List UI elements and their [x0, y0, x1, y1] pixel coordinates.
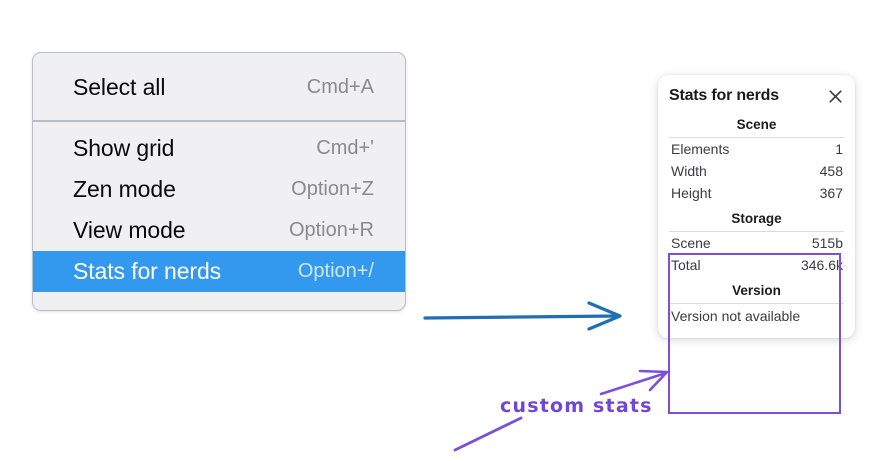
- stat-value: 367: [819, 185, 843, 201]
- stat-value: 515b: [811, 235, 843, 251]
- menu-item-show-grid[interactable]: Show grid Cmd+': [33, 128, 405, 169]
- section-title-version: Version: [732, 283, 781, 298]
- menu-item-view-mode[interactable]: View mode Option+R: [33, 210, 405, 251]
- stat-key: Height: [671, 185, 712, 201]
- stat-value: 346.6k: [800, 257, 843, 273]
- menu-item-select-all[interactable]: Select all Cmd+A: [33, 67, 405, 108]
- stats-panel-header: Stats for nerds: [669, 87, 844, 110]
- stat-value: 458: [819, 163, 843, 179]
- stat-row: Width 458: [669, 160, 844, 182]
- stat-value: 1: [835, 141, 843, 157]
- menu-item-label: Select all: [73, 74, 166, 100]
- stat-row: Elements 1: [669, 138, 844, 160]
- purple-arrow-to-box: [599, 369, 669, 396]
- context-menu[interactable]: Select all Cmd+A Show grid Cmd+' Zen mod…: [32, 52, 406, 311]
- menu-group-primary: Select all Cmd+A: [33, 53, 405, 120]
- menu-item-shortcut: Cmd+A: [306, 76, 374, 98]
- menu-item-shortcut: Cmd+': [316, 137, 374, 159]
- stat-row: Scene 515b: [669, 232, 844, 254]
- menu-item-label: Show grid: [73, 135, 175, 161]
- purple-underline-stroke: [453, 416, 523, 452]
- menu-item-stats-for-nerds[interactable]: Stats for nerds Option+/: [33, 251, 405, 292]
- stat-key: Elements: [671, 141, 730, 157]
- section-divider: [669, 231, 844, 232]
- stats-for-nerds-panel: Stats for nerds Scene Elements 1 Width 4…: [658, 75, 855, 338]
- menu-separator: [33, 120, 405, 122]
- menu-item-shortcut: Option+Z: [291, 178, 374, 200]
- menu-item-shortcut: Option+/: [297, 260, 374, 282]
- menu-group-view: Show grid Cmd+' Zen mode Option+Z View m…: [33, 122, 405, 310]
- menu-item-label: Zen mode: [73, 176, 176, 202]
- section-title-storage: Storage: [731, 211, 782, 226]
- annotation-label-custom-stats: custom stats: [500, 395, 653, 417]
- menu-item-label: Stats for nerds: [73, 258, 222, 284]
- menu-item-zen-mode[interactable]: Zen mode Option+Z: [33, 169, 405, 210]
- stat-row: Height 367: [669, 182, 844, 204]
- menu-item-shortcut: Option+R: [288, 219, 374, 241]
- blue-arrow-menu-to-panel: [423, 301, 622, 331]
- section-divider: [669, 137, 844, 138]
- section-divider: [669, 303, 844, 304]
- stat-key: Scene: [671, 235, 711, 251]
- stats-panel-title: Stats for nerds: [669, 87, 779, 104]
- stat-row: Total 346.6k: [669, 254, 844, 276]
- stat-key: Width: [671, 163, 707, 179]
- stat-key: Total: [671, 257, 701, 273]
- close-icon[interactable]: [827, 88, 844, 105]
- section-title-scene: Scene: [736, 117, 777, 132]
- menu-item-label: View mode: [73, 217, 186, 243]
- version-note: Version not available: [671, 308, 801, 324]
